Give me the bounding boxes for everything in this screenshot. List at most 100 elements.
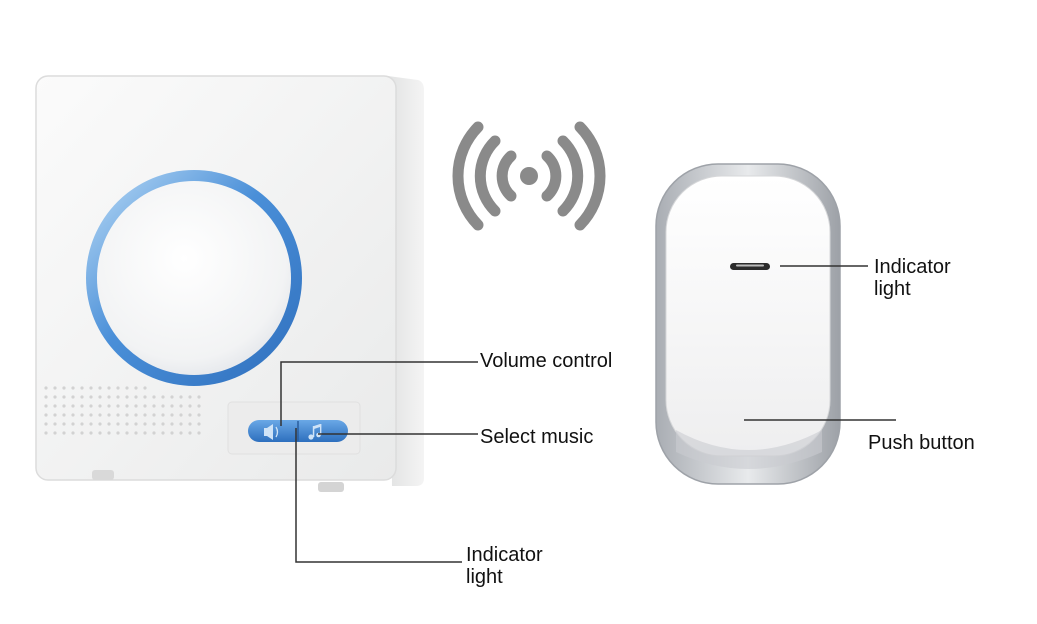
label-push-button: Push button (868, 432, 975, 454)
grille-dot (44, 431, 48, 435)
music-note-icon (308, 424, 322, 440)
grille-dot (143, 395, 147, 399)
grille-dot (197, 395, 201, 399)
grille-dot (116, 395, 120, 399)
grille-dot (125, 395, 129, 399)
grille-dot (62, 395, 66, 399)
receiver-foot-left (92, 470, 114, 480)
grille-dot (89, 431, 93, 435)
doorbell-receiver (35, 75, 424, 492)
grille-dot (62, 386, 66, 390)
grille-dot (170, 413, 174, 417)
grille-dot (116, 413, 120, 417)
speaker-disc (97, 181, 291, 375)
receiver-foot-right (318, 482, 344, 492)
grille-dot (80, 395, 84, 399)
volume-icon (264, 424, 279, 440)
grille-dot (71, 413, 75, 417)
push-button-face (665, 175, 831, 457)
grille-dot (134, 413, 138, 417)
grille-dot (62, 404, 66, 408)
grille-dot (197, 422, 201, 426)
grille-dot (152, 431, 156, 435)
grille-dot (179, 404, 183, 408)
grille-dot (152, 422, 156, 426)
grille-dot (161, 431, 165, 435)
grille-dot (134, 422, 138, 426)
grille-dot (152, 404, 156, 408)
grille-dot (152, 395, 156, 399)
grille-dot (134, 395, 138, 399)
grille-dot (107, 395, 111, 399)
grille-dot (98, 395, 102, 399)
grille-dot (53, 386, 57, 390)
grille-dot (170, 431, 174, 435)
grille-dot (71, 386, 75, 390)
grille-dot (71, 422, 75, 426)
grille-dot (80, 422, 84, 426)
push-button-transmitter (655, 163, 841, 485)
grille-dot (53, 413, 57, 417)
grille-dot (179, 431, 183, 435)
speaker-grille (44, 386, 201, 435)
label-receiver-indicator-line2: light (466, 566, 503, 588)
grille-dot (53, 404, 57, 408)
grille-dot (44, 413, 48, 417)
grille-dot (53, 422, 57, 426)
label-select-music: Select music (480, 426, 594, 448)
grille-dot (89, 386, 93, 390)
grille-dot (188, 422, 192, 426)
button-shadow (676, 430, 822, 469)
grille-dot (89, 395, 93, 399)
grille-dot (98, 431, 102, 435)
grille-dot (107, 404, 111, 408)
grille-dot (116, 431, 120, 435)
grille-dot (98, 413, 102, 417)
grille-dot (125, 431, 129, 435)
grille-dot (143, 413, 147, 417)
grille-dot (161, 404, 165, 408)
grille-dot (143, 431, 147, 435)
grille-dot (89, 404, 93, 408)
wireless-signal-icon (452, 121, 606, 231)
grille-dot (98, 422, 102, 426)
grille-dot (71, 404, 75, 408)
grille-dot (143, 386, 147, 390)
grille-dot (143, 422, 147, 426)
grille-dot (188, 413, 192, 417)
grille-dot (161, 422, 165, 426)
label-button-indicator-light: Indicator light (874, 256, 951, 300)
grille-dot (107, 431, 111, 435)
grille-dot (53, 431, 57, 435)
grille-dot (188, 395, 192, 399)
grille-dot (89, 413, 93, 417)
grille-dot (116, 404, 120, 408)
grille-dot (125, 422, 129, 426)
grille-dot (98, 386, 102, 390)
grille-dot (134, 431, 138, 435)
grille-dot (143, 404, 147, 408)
grille-dot (125, 386, 129, 390)
grille-dot (107, 422, 111, 426)
grille-dot (161, 395, 165, 399)
grille-dot (80, 404, 84, 408)
label-button-indicator-line1: Indicator (874, 256, 951, 278)
grille-dot (116, 386, 120, 390)
grille-dot (80, 413, 84, 417)
label-button-indicator-line2: light (874, 278, 911, 300)
grille-dot (161, 413, 165, 417)
grille-dot (152, 413, 156, 417)
grille-dot (107, 386, 111, 390)
receiver-side (388, 76, 424, 486)
grille-dot (80, 386, 84, 390)
grille-dot (44, 404, 48, 408)
grille-dot (179, 395, 183, 399)
grille-dot (179, 422, 183, 426)
label-receiver-indicator-line1: Indicator (466, 544, 543, 566)
grille-dot (71, 431, 75, 435)
grille-dot (125, 413, 129, 417)
leader-volume-control (280, 361, 478, 426)
grille-dot (116, 422, 120, 426)
grille-dot (170, 422, 174, 426)
